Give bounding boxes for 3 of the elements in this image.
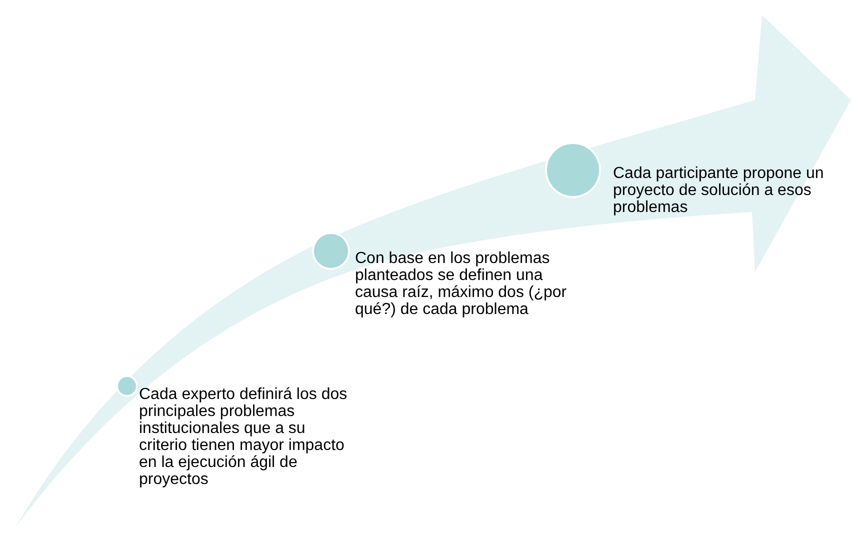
step-description: Cada participante propone un proyecto de solución a esos problemas: [613, 165, 825, 216]
step-description: Cada experto definirá los dos principales problemas institucionales que a su criterio tienen mayor impacto en la ejecución ágil de proyectos: [139, 386, 348, 488]
step-description: Con base en los problemas planteados se definen una causa raíz, máximo dos (¿por qué?) de cada problema: [355, 250, 568, 318]
